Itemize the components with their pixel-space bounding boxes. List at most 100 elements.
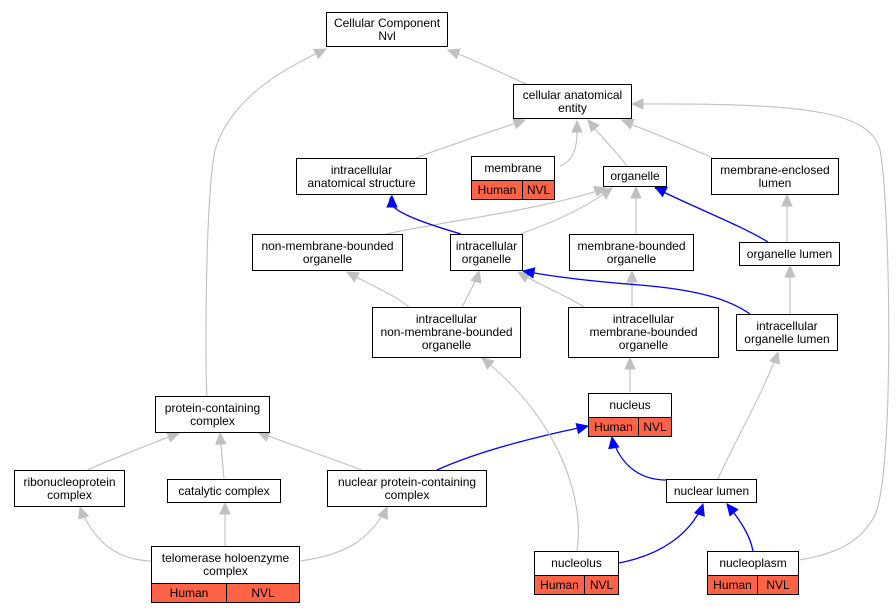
- edge-arrowhead: [512, 118, 527, 130]
- node-label: organelle: [610, 169, 660, 183]
- edge-arrowhead: [516, 271, 531, 283]
- edge-arrowhead: [575, 422, 590, 435]
- edge-arrowhead: [630, 185, 642, 199]
- is-a-edge: [299, 506, 388, 562]
- tag-human: Human: [152, 584, 226, 602]
- node-mel[interactable]: membrane-enclosed lumen: [711, 158, 839, 195]
- edge-arrowhead: [769, 350, 781, 365]
- edge-arrowhead: [781, 193, 793, 207]
- node-imbo[interactable]: intracellular membrane-bounded organelle: [568, 307, 719, 358]
- part-of-edge: [436, 425, 589, 471]
- node-rnp[interactable]: ribonucleoprotein complex: [14, 470, 125, 507]
- edge-arrowhead: [256, 431, 271, 442]
- edge-arrowhead: [313, 48, 328, 60]
- node-organelle[interactable]: organelle: [603, 166, 667, 187]
- part-of-edge: [654, 187, 769, 243]
- node-label: nucleoplasm: [719, 556, 787, 570]
- edge-arrowhead: [219, 501, 231, 515]
- node-label: membrane: [484, 161, 542, 175]
- is-a-edge: [481, 357, 579, 552]
- edge-arrowhead: [78, 505, 90, 520]
- node-label: membrane-enclosed lumen: [720, 162, 830, 190]
- edge-arrowhead: [624, 356, 636, 370]
- node-label: nucleus: [609, 398, 651, 412]
- is-a-edge: [447, 49, 527, 85]
- edge-arrowhead: [587, 119, 600, 133]
- node-label: telomerase holoenzyme complex: [161, 551, 290, 578]
- node-label: protein-containing complex: [164, 400, 261, 428]
- node-label: organelle lumen: [746, 246, 833, 261]
- node-pcc[interactable]: protein-containing complex: [155, 396, 270, 433]
- node-label: Cellular Component Nvl: [333, 15, 441, 43]
- edge-arrowhead: [215, 431, 227, 445]
- node-inmbo[interactable]: intracellular non-membrane-bounded organ…: [372, 307, 521, 358]
- edge-arrowhead: [784, 264, 796, 278]
- node-label: intracellular anatomical structure: [307, 162, 416, 190]
- edge-arrowhead: [653, 186, 668, 198]
- edge-arrowhead: [481, 357, 495, 370]
- is-a-edge: [79, 506, 152, 562]
- tag-human: Human: [472, 181, 522, 199]
- node-ol[interactable]: organelle lumen: [739, 242, 840, 266]
- node-label: ribonucleoprotein complex: [23, 474, 116, 502]
- node-label: catalytic complex: [178, 483, 270, 498]
- is-a-edge: [385, 189, 601, 235]
- node-nl[interactable]: nuclear lumen: [666, 479, 757, 503]
- node-io[interactable]: intracellular organelle: [450, 234, 523, 271]
- edge-arrowhead: [693, 502, 705, 517]
- node-npcc[interactable]: nuclear protein-containing complex: [327, 470, 487, 507]
- edge-arrowhead: [620, 118, 635, 130]
- part-of-edge: [618, 503, 704, 564]
- node-cae[interactable]: cellular anatomical entity: [513, 84, 632, 119]
- edge-arrowhead: [726, 503, 739, 517]
- tag-nvl: NVL: [757, 576, 798, 594]
- node-label: intracellular organelle: [455, 238, 518, 266]
- is-a-edge: [415, 119, 526, 159]
- node-label: membrane-bounded organelle: [577, 238, 686, 266]
- tag-human: Human: [589, 418, 638, 436]
- edge-arrowhead: [521, 267, 536, 279]
- edge-arrowhead: [386, 194, 398, 208]
- tag-nvl: NVL: [638, 418, 671, 436]
- node-label: non-membrane-bounded organelle: [261, 238, 394, 266]
- edge-arrowhead: [626, 269, 638, 283]
- edge-arrowhead: [377, 505, 388, 520]
- part-of-edge: [389, 195, 462, 235]
- node-label: intracellular membrane-bounded organelle: [589, 312, 698, 352]
- edge-arrowhead: [593, 185, 608, 197]
- tag-nvl: NVL: [522, 181, 554, 199]
- edge-arrowhead: [345, 271, 360, 283]
- edge-arrowhead: [630, 98, 644, 110]
- node-label: nucleolus: [551, 556, 602, 570]
- node-iol[interactable]: intracellular organelle lumen: [736, 314, 838, 351]
- node-cat[interactable]: catalytic complex: [167, 479, 281, 503]
- node-cc_nvl[interactable]: Cellular Component Nvl: [326, 12, 448, 47]
- tag-nvl: NVL: [584, 576, 618, 594]
- is-a-edge: [257, 431, 363, 471]
- is-a-edge: [205, 48, 327, 397]
- node-mbo[interactable]: membrane-bounded organelle: [569, 234, 694, 271]
- part-of-edge: [522, 270, 751, 315]
- is-a-edge: [86, 432, 180, 471]
- edge-arrowhead: [470, 269, 482, 284]
- node-label: intracellular non-membrane-bounded organ…: [380, 312, 513, 352]
- tag-human: Human: [708, 576, 757, 594]
- edge-arrowhead: [446, 48, 461, 60]
- tag-human: Human: [535, 576, 584, 594]
- node-label: intracellular organelle lumen: [744, 318, 830, 346]
- node-ias[interactable]: intracellular anatomical structure: [296, 158, 427, 195]
- is-a-edge: [717, 351, 779, 480]
- node-label: nuclear lumen: [673, 483, 750, 498]
- node-nmbo[interactable]: non-membrane-bounded organelle: [252, 234, 403, 271]
